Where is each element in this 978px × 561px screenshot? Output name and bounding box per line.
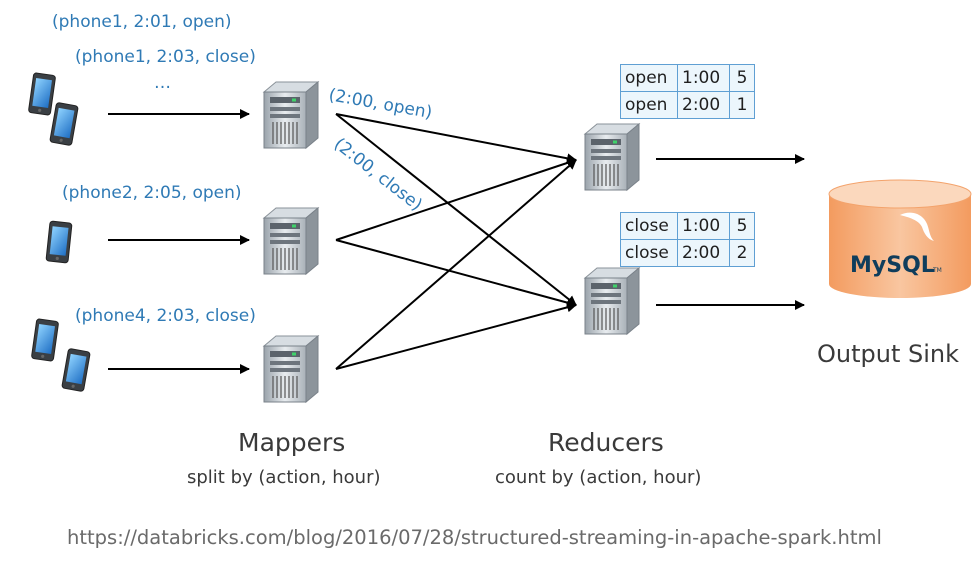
table-row: open 1:00 5 [620,64,755,92]
table-cell: 5 [729,64,755,92]
table-cell: open [620,64,678,92]
database-icon: MySQL TM [828,179,972,298]
server-icon [263,335,319,403]
shuffle-arrow [335,113,577,164]
source-url: https://databricks.com/blog/2016/07/28/s… [67,526,882,549]
input-label: (phone4, 2:03, close) [75,306,256,326]
output-sink-label: Output Sink [817,340,960,368]
reducers-subtitle: count by (action, hour) [495,467,702,488]
server-icon [263,207,319,275]
input-label: (phone1, 2:01, open) [52,12,232,32]
mappers-title: Mappers [238,428,346,457]
shuffle-arrow [335,302,577,370]
phone-icon [27,72,57,116]
reducer-table-close: close 1:00 5 close 2:00 2 [620,212,755,267]
table-row: close 2:00 2 [620,239,755,267]
phone-icon [30,318,60,362]
table-cell: 1:00 [677,64,730,92]
table-cell: close [620,212,678,240]
table-cell: close [620,239,678,267]
edge-label-open: (2:00, open) [327,85,434,123]
shuffle-arrow [335,158,577,241]
table-cell: 2:00 [677,239,730,267]
table-cell: 5 [729,212,755,240]
mysql-logo-text: MySQL [850,253,935,278]
table-row: open 2:00 1 [620,91,755,119]
table-cell: 2 [729,239,755,267]
server-icon [584,123,640,191]
table-cell: 2:00 [677,91,730,119]
input-label: (phone1, 2:03, close) [75,47,256,67]
reducers-title: Reducers [548,428,664,457]
server-icon [263,81,319,149]
phone-icon [49,101,79,147]
shuffle-arrow [335,113,577,306]
table-cell: open [620,91,678,119]
shuffle-arrow [335,239,577,308]
table-cell: 1 [729,91,755,119]
phone-icon [45,220,73,264]
mappers-subtitle: split by (action, hour) [187,467,381,488]
shuffle-arrow [335,159,577,370]
table-cell: 1:00 [677,212,730,240]
phone-icon [61,347,91,393]
table-row: close 1:00 5 [620,212,755,240]
server-icon [584,267,640,335]
ellipsis-label: … [154,73,171,93]
reducer-table-open: open 1:00 5 open 2:00 1 [620,64,755,119]
input-label: (phone2, 2:05, open) [62,183,242,203]
mysql-logo-tm: TM [932,267,942,274]
